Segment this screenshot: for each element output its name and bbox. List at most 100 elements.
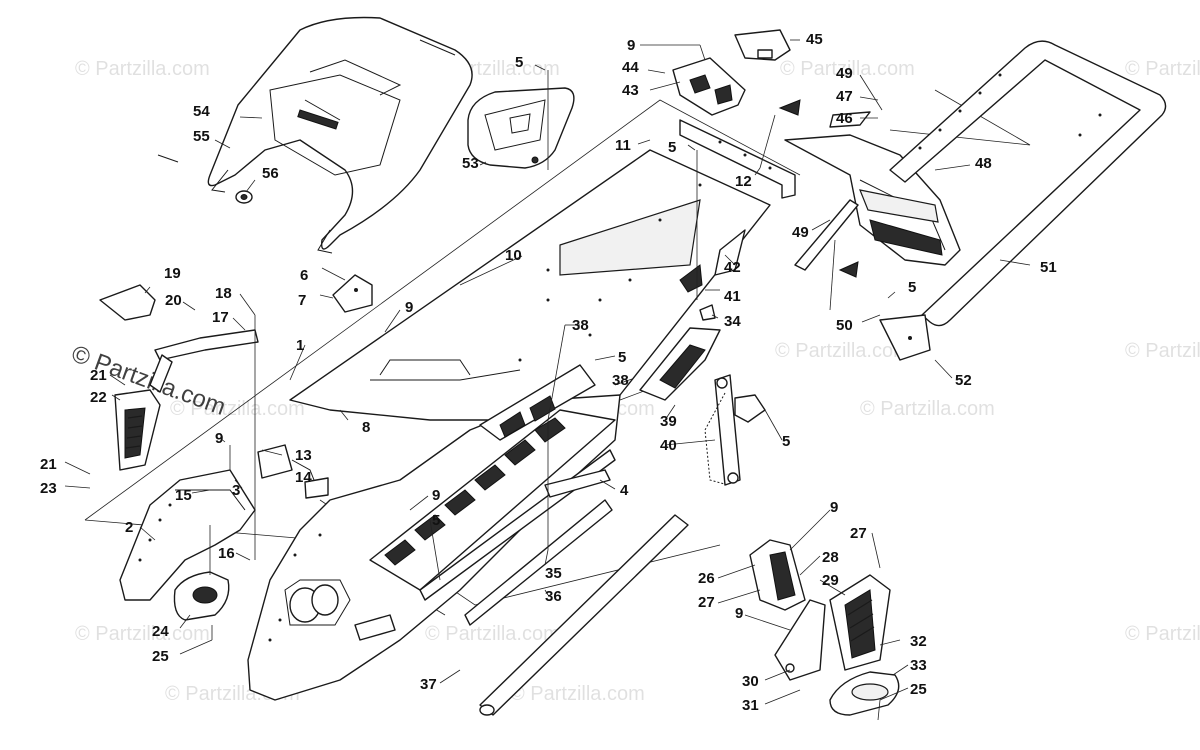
guard-part-28 bbox=[749, 539, 806, 611]
callout-5e: 5 bbox=[782, 433, 790, 450]
brace-part-17 bbox=[149, 329, 259, 393]
callout-9f: 9 bbox=[735, 605, 743, 622]
callout-9d: 9 bbox=[432, 487, 440, 504]
callout-54: 54 bbox=[193, 103, 210, 120]
callout-5d: 5 bbox=[908, 279, 916, 296]
callout-15: 15 bbox=[175, 487, 192, 504]
flap-bracket-part-12 bbox=[679, 119, 796, 199]
callout-labels: 1 2 3 4 5 5 5 5 5 5 6 7 8 9 9 9 9 9 9 10… bbox=[40, 31, 1057, 714]
callout-27: 27 bbox=[850, 525, 867, 542]
cover-part-33 bbox=[829, 671, 900, 716]
callout-42: 42 bbox=[724, 259, 741, 276]
callout-8: 8 bbox=[362, 419, 370, 436]
callout-25: 25 bbox=[152, 648, 169, 665]
callout-51: 51 bbox=[1040, 259, 1057, 276]
callout-44: 44 bbox=[622, 59, 639, 76]
cover-part-19 bbox=[99, 284, 156, 321]
strap-part-40 bbox=[704, 374, 766, 486]
callout-9: 9 bbox=[627, 37, 635, 54]
cover-part-24 bbox=[173, 571, 230, 621]
callout-27b: 27 bbox=[698, 594, 715, 611]
callout-30: 30 bbox=[742, 673, 759, 690]
callout-28: 28 bbox=[822, 549, 839, 566]
watermark: © Partzilla.com bbox=[860, 398, 995, 420]
guard-part-22 bbox=[114, 389, 161, 471]
callout-1: 1 bbox=[296, 337, 304, 354]
bracket-part-43 bbox=[672, 57, 746, 116]
watermark: © Partzilla.com bbox=[1125, 623, 1200, 645]
bracket-part-7 bbox=[332, 274, 373, 313]
callout-36: 36 bbox=[545, 588, 562, 605]
watermark: © Partzilla.com bbox=[75, 623, 210, 645]
callout-40: 40 bbox=[660, 437, 677, 454]
callout-19: 19 bbox=[164, 265, 181, 282]
callout-38b: 38 bbox=[612, 372, 629, 389]
guard-part-38 bbox=[479, 364, 596, 441]
callout-24: 24 bbox=[152, 623, 169, 640]
watermark: © Partzilla.com bbox=[510, 683, 645, 705]
callout-56: 56 bbox=[262, 165, 279, 182]
callout-6: 6 bbox=[300, 267, 308, 284]
callout-11: 11 bbox=[615, 137, 631, 154]
callout-20: 20 bbox=[165, 292, 182, 309]
rail-part-4 bbox=[464, 469, 613, 626]
callout-22: 22 bbox=[90, 389, 107, 406]
seat-fasteners bbox=[157, 154, 253, 204]
callout-9c: 9 bbox=[215, 430, 223, 447]
watermark: © Partzilla.com bbox=[775, 340, 910, 362]
callout-50: 50 bbox=[836, 317, 853, 334]
bracket-part-39 bbox=[639, 327, 721, 401]
handle-part-45 bbox=[734, 29, 791, 61]
callout-35: 35 bbox=[545, 565, 562, 582]
callout-5: 5 bbox=[515, 54, 523, 71]
bar-part-49 bbox=[794, 199, 859, 271]
callout-46: 46 bbox=[836, 110, 853, 127]
callout-13: 13 bbox=[295, 447, 312, 464]
callout-21: 21 bbox=[90, 367, 107, 384]
watermark: © Partzilla.com bbox=[780, 58, 915, 80]
storage-bag-part-53 bbox=[467, 87, 575, 169]
callout-18: 18 bbox=[215, 285, 232, 302]
callout-29: 29 bbox=[822, 572, 839, 589]
callout-23: 23 bbox=[40, 480, 57, 497]
callout-49b: 49 bbox=[792, 224, 809, 241]
leader-lines bbox=[64, 39, 1031, 721]
callout-17: 17 bbox=[212, 309, 229, 326]
callout-7: 7 bbox=[298, 292, 306, 309]
callout-14: 14 bbox=[295, 469, 312, 486]
chassis-side-part-2 bbox=[119, 469, 256, 601]
bracket-part-41 bbox=[699, 304, 716, 321]
callout-16: 16 bbox=[218, 545, 235, 562]
guard-part-32 bbox=[829, 574, 891, 671]
callout-52: 52 bbox=[955, 372, 972, 389]
watermark: © Partzilla.com bbox=[1125, 340, 1200, 362]
snowflap-part-48 bbox=[784, 134, 961, 266]
callout-5c: 5 bbox=[618, 349, 626, 366]
callout-33: 33 bbox=[910, 657, 927, 674]
callout-5f: 5 bbox=[432, 512, 440, 529]
callout-3: 3 bbox=[232, 482, 240, 499]
direction-arrows bbox=[778, 99, 859, 278]
callout-45: 45 bbox=[806, 31, 823, 48]
callout-5b: 5 bbox=[668, 139, 676, 156]
tunnel-part-10 bbox=[289, 149, 771, 421]
callout-4: 4 bbox=[620, 482, 629, 499]
callout-9e: 9 bbox=[830, 499, 838, 516]
callout-53: 53 bbox=[462, 155, 479, 172]
plate-part-30 bbox=[774, 599, 826, 681]
watermark: © Partzilla.com bbox=[1125, 58, 1200, 80]
callout-39: 39 bbox=[660, 413, 677, 430]
tube-part-36 bbox=[479, 514, 689, 716]
callout-31: 31 bbox=[742, 697, 759, 714]
module-part-14 bbox=[257, 444, 329, 499]
pin-part-55 bbox=[157, 154, 179, 163]
callout-2: 2 bbox=[125, 519, 133, 536]
callout-55: 55 bbox=[193, 128, 210, 145]
seat-part-54 bbox=[207, 16, 473, 254]
bumper-end-part-50 bbox=[879, 314, 931, 361]
callout-38: 38 bbox=[572, 317, 589, 334]
callout-12: 12 bbox=[735, 173, 752, 190]
watermark: © Partzilla.com bbox=[425, 623, 560, 645]
